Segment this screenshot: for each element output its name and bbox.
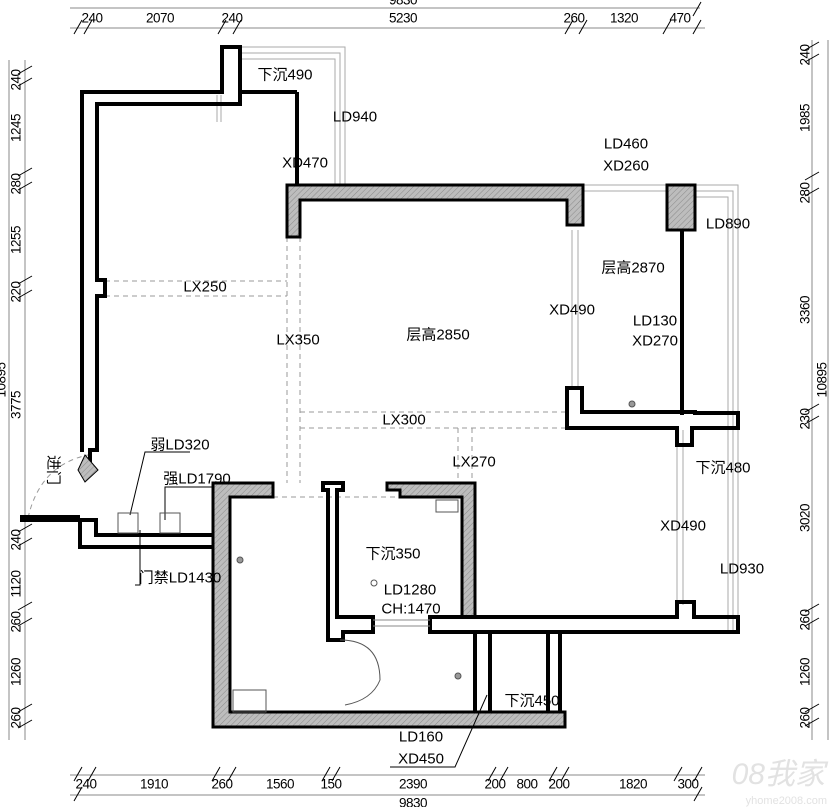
label-height-2850: 层高2850: [406, 326, 470, 344]
dim-top-total: 9830: [388, 0, 418, 8]
dim-top-1: 240: [81, 10, 103, 26]
dim-left-3: 280: [8, 173, 24, 195]
label-sink-480: 下沉480: [695, 459, 751, 477]
dimension-ticks: [17, 1, 820, 802]
label-strong-ld1790: 强LD1790: [163, 470, 231, 488]
dim-bottom-total: 9830: [398, 795, 428, 807]
dimension-lines: [8, 7, 829, 796]
dim-top-7: 470: [669, 10, 691, 26]
dim-bottom-11: 300: [677, 776, 699, 792]
dim-left-8: 1120: [8, 570, 24, 598]
watermark-logo: 08我家: [731, 758, 825, 791]
label-ld130: LD130: [632, 312, 678, 330]
label-lx270: LX270: [452, 453, 496, 471]
dim-bottom-6: 2390: [398, 776, 428, 792]
dim-bottom-4: 1560: [265, 776, 295, 792]
label-ld160: LD160: [398, 728, 444, 746]
dim-right-8: 1260: [797, 657, 813, 687]
dim-right-4: 3360: [797, 295, 813, 325]
door-swing: [339, 639, 381, 706]
dim-left-4: 1255: [8, 225, 24, 255]
dim-right-3: 280: [797, 182, 813, 204]
label-ld460: LD460: [603, 135, 649, 153]
dim-right-5: 230: [797, 408, 813, 430]
label-height-2870: 层高2870: [601, 259, 665, 277]
dim-left-1: 240: [8, 69, 24, 91]
dim-right-9: 260: [797, 707, 813, 729]
dim-left-total: 10895: [0, 362, 9, 398]
dim-top-6: 1320: [609, 10, 639, 26]
dim-right-7: 260: [797, 609, 813, 631]
dim-top-3: 240: [221, 10, 243, 26]
dim-left-2: 1245: [8, 113, 24, 143]
dim-bottom-10: 1820: [618, 776, 648, 792]
label-xd260: XD260: [603, 157, 649, 175]
dim-top-5: 260: [563, 10, 585, 26]
label-ld1280: LD1280: [383, 581, 437, 599]
watermark-url: yhome2008.com: [745, 795, 827, 807]
label-access-ld1430: 门禁LD1430: [138, 569, 222, 587]
entrance-door-icon: [77, 454, 99, 483]
label-lx250: LX250: [183, 278, 227, 296]
thin-lines: [216, 46, 739, 630]
dim-left-6: 3775: [8, 390, 24, 420]
dim-left-9: 260: [8, 611, 24, 633]
label-sink-350: 下沉350: [365, 545, 421, 563]
walls: [20, 45, 740, 712]
dim-bottom-9: 200: [548, 776, 570, 792]
dim-bottom-2: 1910: [139, 776, 169, 792]
label-sink-490: 下沉490: [257, 66, 313, 84]
label-ch1470: CH:1470: [381, 600, 441, 618]
dim-bottom-7: 200: [484, 776, 506, 792]
dim-right-1: 240: [797, 44, 813, 66]
dim-top-2: 2070: [145, 10, 175, 26]
outlets: [117, 400, 636, 713]
label-ld940: LD940: [332, 108, 378, 126]
label-xd470: XD470: [282, 154, 328, 172]
label-entrance: 进门: [44, 454, 62, 486]
concrete-walls: [211, 183, 697, 729]
label-weak-ld320: 弱LD320: [150, 436, 210, 454]
leader-lines: [129, 451, 488, 768]
dim-right-6: 3020: [797, 503, 813, 533]
label-xd490-b: XD490: [660, 517, 706, 535]
label-xd450: XD450: [398, 750, 444, 768]
dim-left-10: 1260: [8, 657, 24, 687]
label-xd270: XD270: [632, 332, 678, 350]
dim-left-7: 240: [8, 529, 24, 551]
dim-left-5: 220: [8, 281, 24, 303]
dim-bottom-8: 800: [516, 776, 538, 792]
label-ld890: LD890: [705, 215, 751, 233]
dim-bottom-3: 260: [211, 776, 233, 792]
dim-right-total: 10895: [814, 362, 830, 398]
dim-top-4: 5230: [388, 10, 418, 26]
dim-bottom-5: 150: [320, 776, 342, 792]
label-ld930: LD930: [719, 560, 765, 578]
label-xd490-a: XD490: [549, 301, 595, 319]
label-sink-450: 下沉450: [504, 692, 560, 710]
beam-lines: [27, 237, 567, 519]
label-lx300: LX300: [382, 411, 426, 429]
dim-left-11: 260: [8, 707, 24, 729]
dim-right-2: 1985: [797, 103, 813, 133]
dim-bottom-1: 240: [75, 776, 97, 792]
label-lx350: LX350: [276, 331, 320, 349]
